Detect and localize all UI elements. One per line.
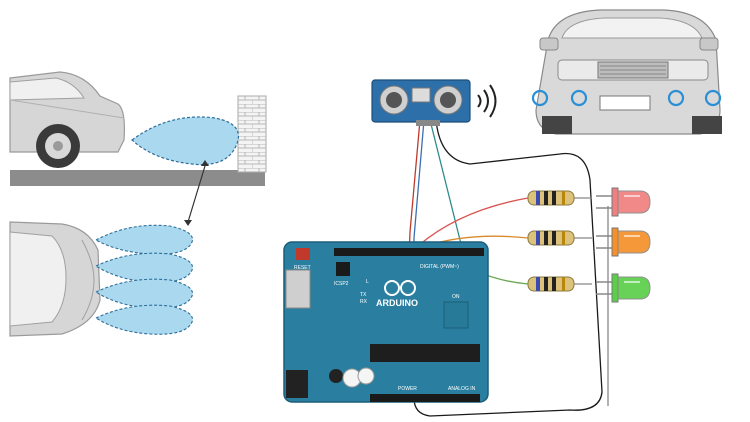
reset-label: RESET (294, 265, 311, 271)
arduino-labels: ARDUINO RESET ICSP2 DIGITAL (PWM~) POWER… (294, 264, 476, 392)
rear-sensor-markers (531, 89, 722, 107)
wire-led-red (417, 197, 529, 247)
sound-waves-icon (477, 84, 497, 118)
link-arrow (187, 165, 206, 223)
arduino-brand-label: ARDUINO (376, 298, 418, 308)
ultrasonic-sensor (371, 79, 471, 126)
brick-wall (237, 95, 267, 173)
analog-label: ANALOG IN (448, 386, 476, 392)
led-tx-label: TX (360, 292, 367, 298)
dc-jack (286, 370, 308, 398)
resistor-3 (527, 276, 575, 292)
resistor-2 (527, 230, 575, 246)
arduino-board (283, 241, 489, 403)
usb-port (285, 269, 311, 309)
digital-label: DIGITAL (PWM~) (420, 264, 459, 270)
power-label: POWER (398, 386, 417, 392)
orange-led (596, 227, 651, 257)
side-view-scene (9, 71, 267, 226)
detection-zone-side (131, 116, 240, 166)
detection-zones-top (94, 224, 194, 335)
icsp-label: ICSP2 (334, 281, 349, 287)
ground-strip (10, 170, 265, 186)
rear-car (531, 9, 722, 135)
reset-button (296, 248, 310, 260)
on-label: ON (452, 294, 460, 300)
resistor-1 (527, 190, 575, 206)
green-led (596, 273, 651, 303)
led-l-label: L (366, 279, 369, 285)
red-led (596, 187, 651, 217)
side-car (9, 71, 125, 168)
wire-teal (429, 119, 463, 249)
arduino-infinity-logo (384, 280, 400, 296)
resistors (527, 190, 575, 292)
top-view-scene (9, 221, 194, 337)
chip (370, 344, 480, 362)
led-rx-label: RX (360, 299, 368, 305)
top-car (9, 221, 101, 337)
leds (596, 187, 651, 303)
wire-black-trig (413, 119, 603, 417)
